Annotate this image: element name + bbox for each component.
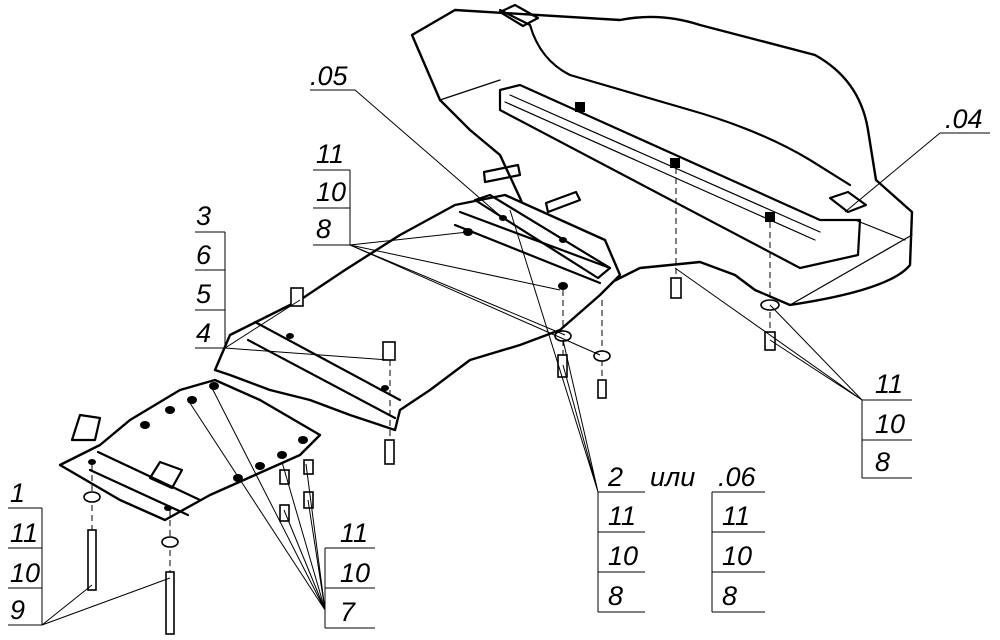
left-stack-item-1: 3: [196, 201, 211, 231]
c06-stack-item-3: 8: [722, 581, 737, 611]
left-stack-item-4: 4: [196, 318, 211, 348]
right-stack-item-1: 11: [875, 369, 903, 399]
callout-06-stack: .06 11 10 8: [711, 462, 765, 613]
callout-04: .04: [945, 104, 983, 134]
left-bottom-stack-item-4: 9: [10, 595, 25, 625]
center-stack: 2 или 11 10 8: [597, 462, 695, 613]
front-plate-part: [58, 378, 322, 522]
right-stack-item-3: 8: [875, 447, 890, 477]
right-stack-item-2: 10: [875, 409, 905, 439]
left-bottom-stack-item-3: 10: [10, 558, 40, 588]
top-stack-item-2: 10: [316, 177, 346, 207]
center-stack-item-2: 11: [608, 501, 636, 531]
right-stack: 11 10 8: [861, 369, 912, 479]
label-04: .04: [945, 104, 983, 134]
center-stack-item-4: 8: [608, 581, 623, 611]
top-stack: 11 10 8: [313, 139, 351, 246]
left-stack: 3 6 5 4: [195, 201, 226, 349]
left-stack-item-2: 6: [196, 240, 212, 270]
label-05: .05: [310, 61, 349, 91]
top-stack-item-1: 11: [316, 139, 344, 169]
left-stack-item-3: 5: [196, 279, 212, 309]
c06-stack-item-2: 10: [722, 541, 752, 571]
front-stack: 11 10 7: [324, 518, 375, 629]
middle-plate-part: [213, 163, 622, 432]
left-bottom-stack-item-2: 11: [10, 518, 38, 548]
front-stack-item-3: 7: [340, 597, 356, 627]
left-bottom-stack: 1 11 10 9: [8, 478, 43, 626]
top-stack-item-3: 8: [316, 214, 331, 244]
center-stack-or: или: [650, 462, 695, 492]
label-06: .06: [718, 462, 757, 492]
callout-05: .05: [310, 61, 349, 91]
front-stack-item-2: 10: [340, 558, 370, 588]
center-stack-item-1: 2: [607, 462, 623, 492]
left-bottom-stack-item-1: 1: [10, 478, 25, 508]
center-stack-item-3: 10: [608, 541, 638, 571]
c06-stack-item-1: 11: [722, 501, 750, 531]
front-stack-item-1: 11: [340, 518, 368, 548]
